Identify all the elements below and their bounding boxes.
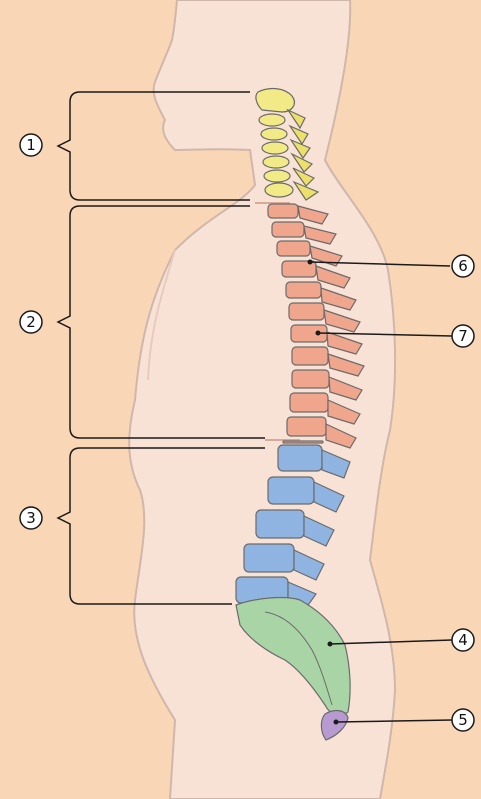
callout-1-label: 1 — [26, 136, 36, 154]
leader-dot-4 — [328, 642, 333, 647]
callout-7: 7 — [452, 325, 474, 347]
callout-7-label: 7 — [458, 327, 468, 345]
callout-6-label: 6 — [458, 257, 468, 275]
leader-dot-5 — [334, 720, 339, 725]
leader-dot-6 — [308, 260, 313, 265]
callout-6: 6 — [452, 255, 474, 277]
callout-2: 2 — [20, 311, 42, 333]
callout-5: 5 — [452, 709, 474, 731]
leader-dot-7 — [316, 331, 321, 336]
callout-3: 3 — [20, 507, 42, 529]
callout-4: 4 — [452, 629, 474, 651]
callout-4-label: 4 — [458, 631, 468, 649]
callout-5-label: 5 — [458, 711, 468, 729]
callout-3-label: 3 — [26, 509, 36, 527]
callout-2-label: 2 — [26, 313, 36, 331]
callout-1: 1 — [20, 134, 42, 156]
